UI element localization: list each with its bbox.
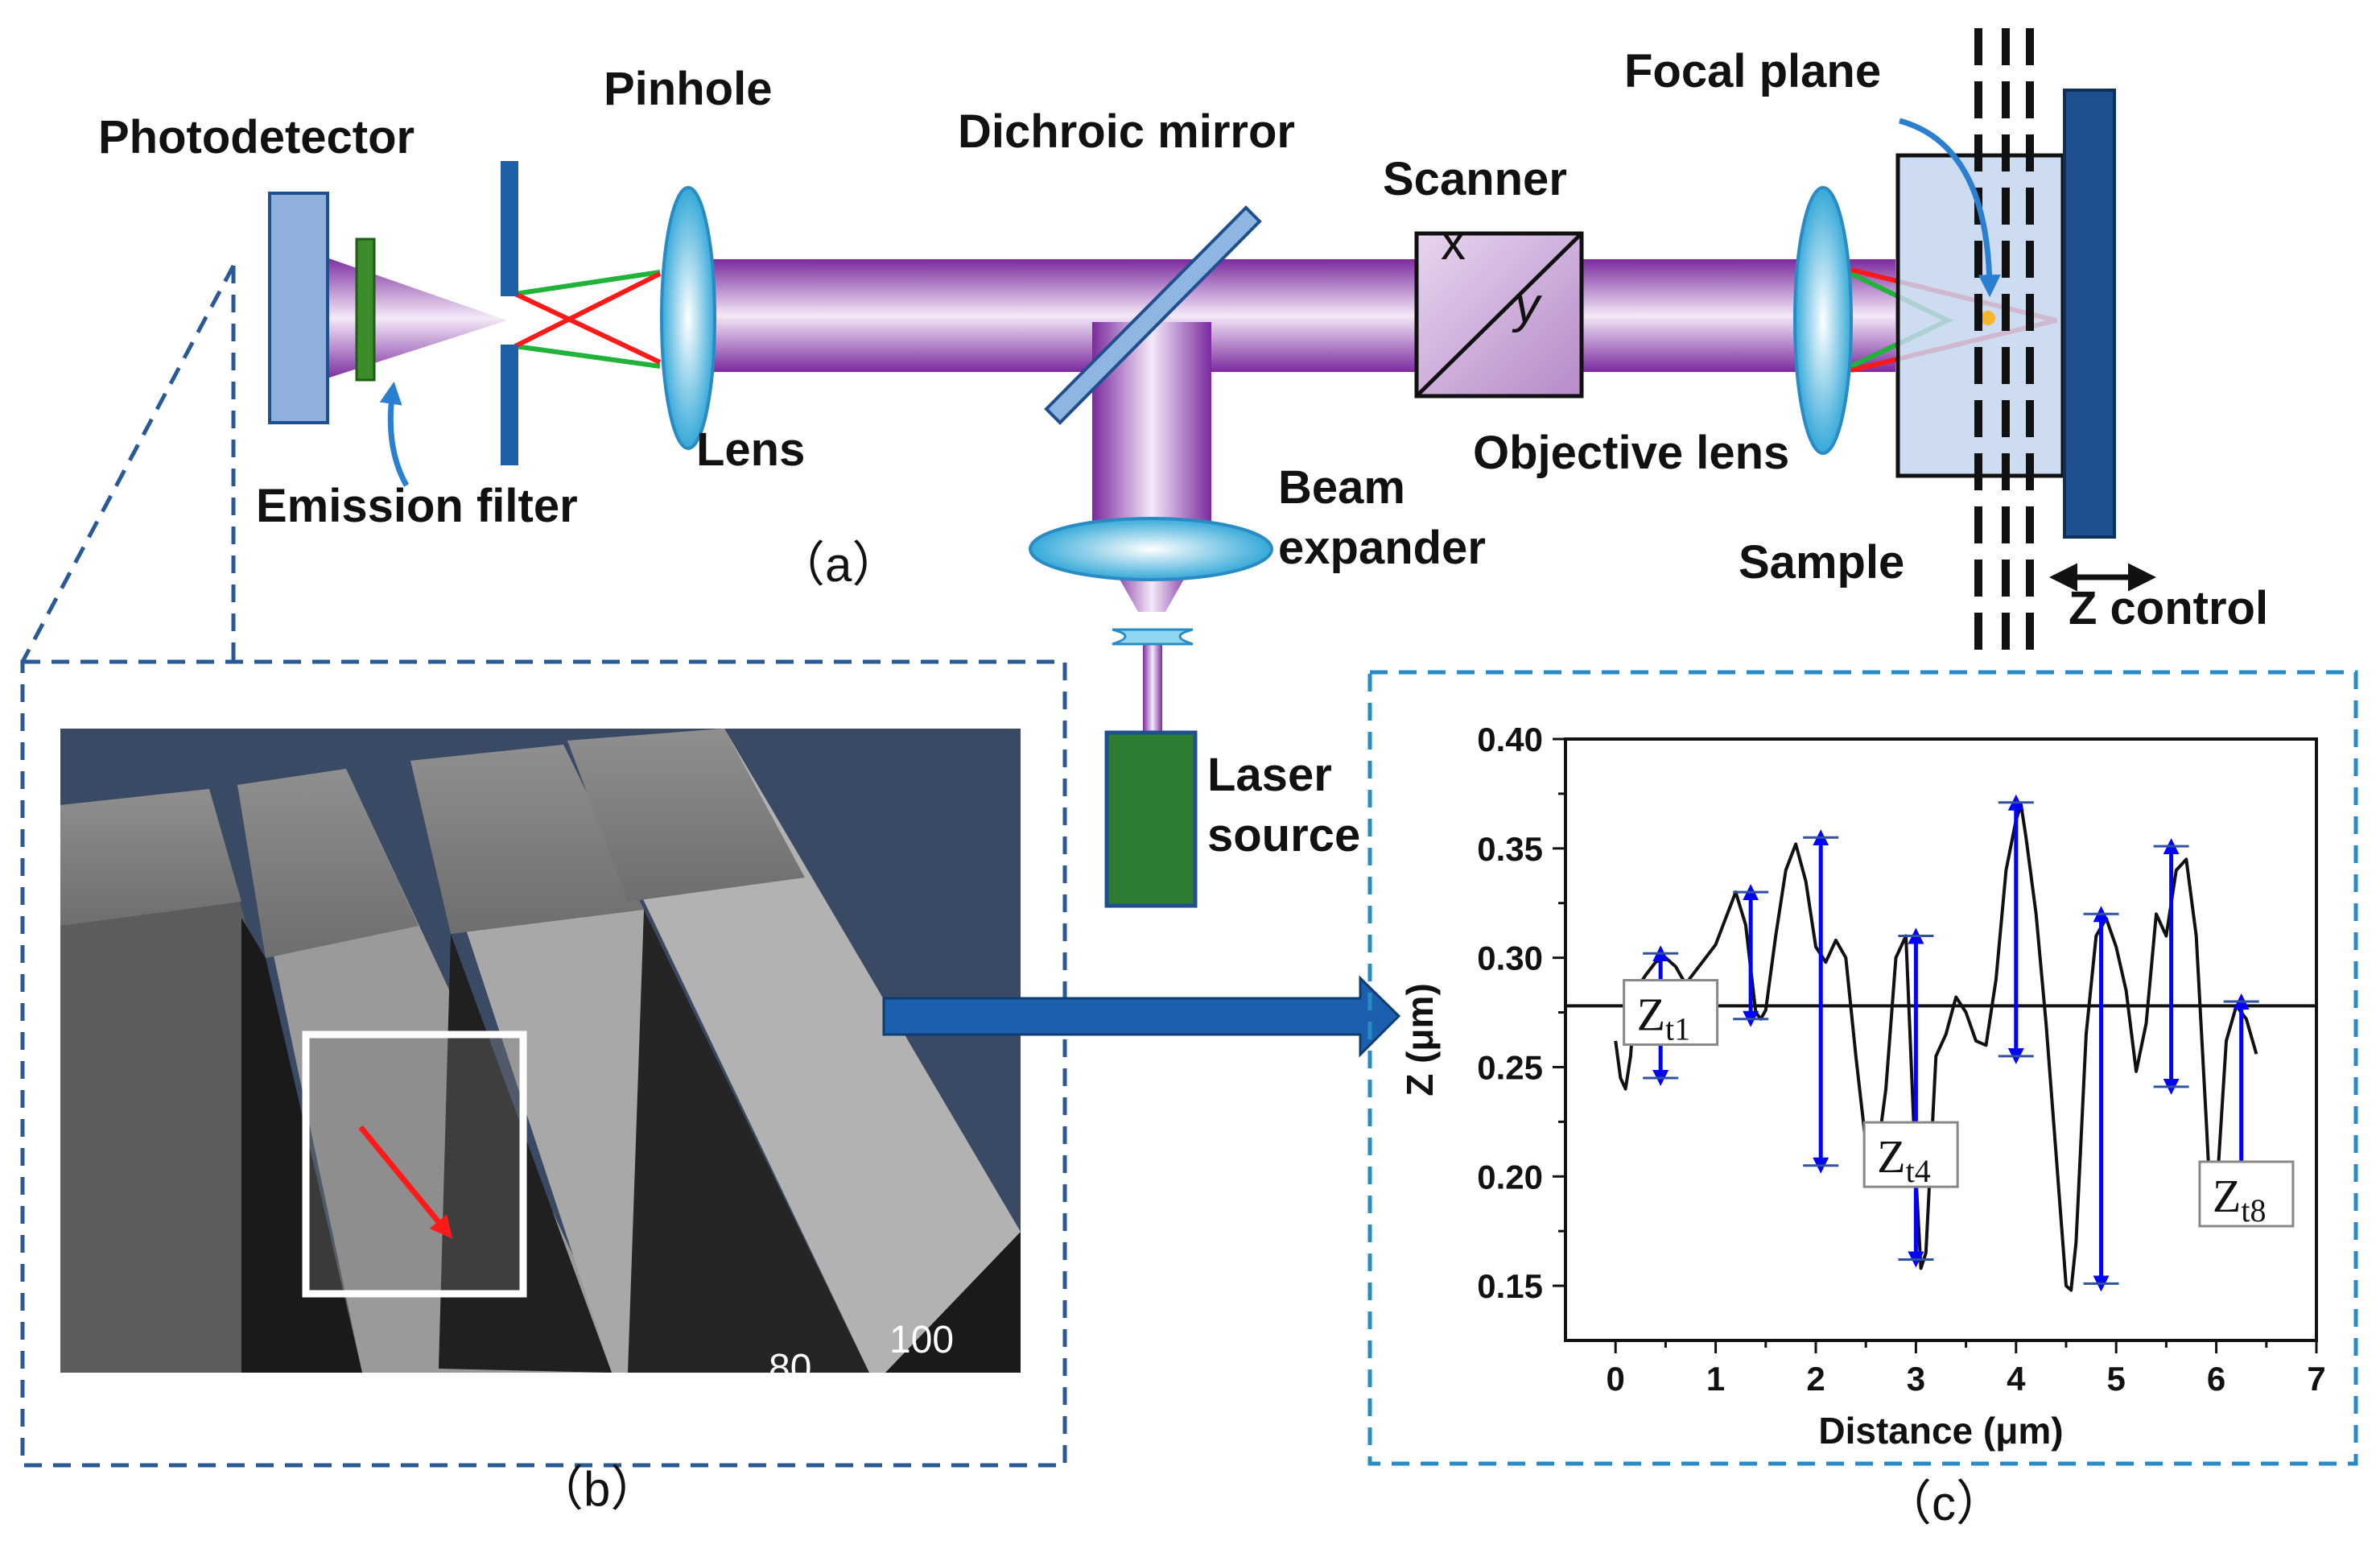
dichroic-mirror	[1044, 205, 1262, 425]
concave-lens	[1112, 628, 1194, 646]
y-axis-label: Z (μm)	[1399, 983, 1441, 1097]
x-tick-label: 6	[2207, 1360, 2225, 1398]
profile-line	[1614, 803, 2258, 1292]
transfer-arrow	[882, 975, 1401, 1058]
image-tick-80: 80	[769, 1347, 811, 1390]
photodetector	[268, 192, 329, 424]
caption-c: （c）	[1883, 1477, 2004, 1530]
y-tick-label: 0.40	[1477, 721, 1543, 758]
x-tick-label: 7	[2307, 1360, 2325, 1398]
scanner-diagonal	[1415, 232, 1583, 398]
x-tick-label: 2	[1806, 1360, 1825, 1398]
beam-expander-lens	[1029, 517, 1273, 581]
pinhole-upper	[501, 161, 518, 296]
panel-a-setup: Photodetector Pinhole Dichroic mirror Sc…	[98, 28, 2268, 908]
label-pinhole: Pinhole	[604, 63, 772, 115]
x-tick-label: 5	[2107, 1360, 2126, 1398]
focal-plane-callout	[1899, 118, 2001, 298]
panel-b: 80 100 （b）	[20, 264, 1067, 1516]
label-scanner: Scanner	[1383, 153, 1567, 205]
pinhole-lower	[501, 345, 518, 465]
focal-point	[1981, 311, 1995, 325]
collector-lens	[660, 186, 716, 450]
y-tick-label: 0.30	[1477, 940, 1543, 977]
caption-a: （a）	[777, 538, 900, 592]
surface-3d-image: 80 100	[60, 729, 1021, 1390]
z-stage	[2063, 89, 2116, 539]
main-beam	[704, 259, 1895, 372]
y-tick-label: 0.15	[1477, 1267, 1543, 1305]
y-tick-label: 0.20	[1477, 1158, 1543, 1196]
laser-source	[1104, 730, 1198, 908]
label-expander: expander	[1278, 522, 1486, 574]
panel-c-frame	[1367, 670, 2358, 1466]
panel-b-frame	[20, 659, 1067, 1468]
zt-label: Zt4	[1877, 1130, 1931, 1189]
emission-filter-callout	[379, 381, 410, 487]
plot-frame	[1564, 737, 2318, 1342]
zt-label-box	[2198, 1160, 2295, 1228]
inset-red-arrow	[358, 1125, 453, 1239]
label-beam: Beam	[1278, 461, 1405, 514]
label-scanner-y: y	[1512, 278, 1543, 333]
label-scanner-x: x	[1441, 215, 1466, 271]
zt-label-box	[1862, 1121, 1959, 1188]
label-objective-lens: Objective lens	[1473, 427, 1789, 479]
emission-filter	[355, 237, 376, 382]
objective-lens	[1793, 186, 1853, 455]
label-photodetector: Photodetector	[98, 111, 415, 163]
image-tick-100: 100	[889, 1319, 954, 1361]
x-tick-label: 4	[2007, 1360, 2026, 1398]
caption-b: （b）	[535, 1462, 658, 1516]
laser-thin-beam	[1143, 644, 1162, 733]
inset-box	[302, 1031, 527, 1298]
panel-c: 0 1 2 3 4 5 6 7 0.15 0.20 0.25 0.30 0.35 0.40Distance…	[1367, 670, 2358, 1530]
zt-label-subscript: t4	[1906, 1153, 1931, 1189]
zoom-line-left	[20, 264, 236, 663]
x-tick-label: 3	[1907, 1360, 1925, 1398]
label-laser: Laser	[1207, 749, 1332, 801]
zt-label-box	[1623, 979, 1719, 1047]
label-dichroic-mirror: Dichroic mirror	[958, 105, 1295, 158]
label-lens: Lens	[696, 423, 805, 476]
x-tick-label: 1	[1706, 1360, 1725, 1398]
label-focal-plane: Focal plane	[1624, 45, 1881, 97]
x-axis-label: Distance (μm)	[1818, 1410, 2063, 1452]
y-tick-label: 0.25	[1477, 1048, 1543, 1086]
label-sample: Sample	[1739, 536, 1904, 589]
detector-cone	[322, 256, 507, 380]
y-tick-label: 0.35	[1477, 830, 1543, 868]
zt-label-subscript: t8	[2241, 1192, 2266, 1229]
pinhole-rays	[514, 270, 662, 369]
label-source: source	[1207, 809, 1360, 861]
x-tick-label: 0	[1607, 1360, 1625, 1398]
profile-chart: 0 1 2 3 4 5 6 7 0.15 0.20 0.25 0.30 0.35 0.40Distance…	[1399, 721, 2326, 1452]
label-z-control: Z control	[2069, 582, 2268, 634]
zt-label-subscript: t1	[1665, 1011, 1690, 1047]
label-emission-filter: Emission filter	[256, 480, 578, 532]
